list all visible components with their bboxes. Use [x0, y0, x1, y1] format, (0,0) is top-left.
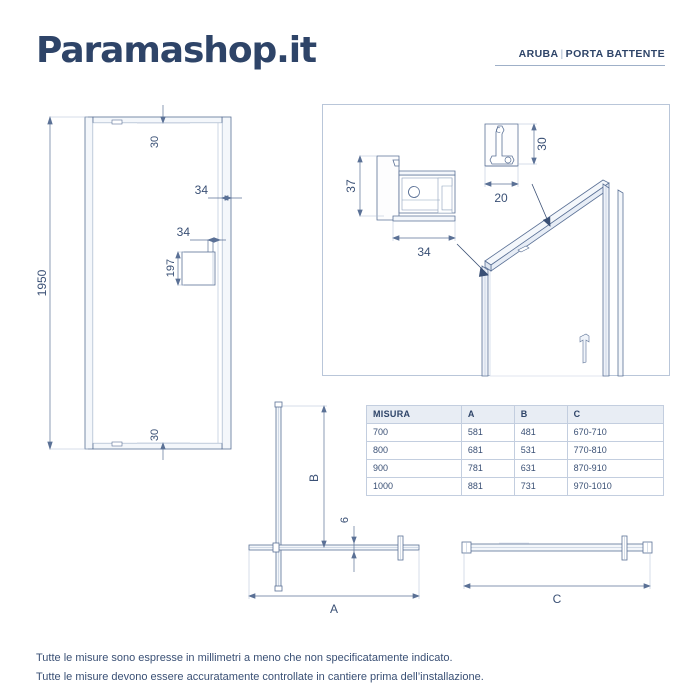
product-line-name: ARUBA [518, 48, 559, 60]
table-row: 900 781 631 870-910 [366, 459, 665, 478]
cell-c: 870-910 [566, 459, 665, 478]
brand-logo: Paramashop.it [36, 30, 317, 71]
cell-a: 681 [460, 441, 515, 460]
cell-misura: 700 [366, 423, 462, 442]
title-divider: | [560, 48, 564, 60]
column-header-a: A [460, 405, 515, 424]
footer-note-line-2: Tutte le misure devono essere accuratame… [36, 671, 484, 683]
footer-notes: Tutte le misure sono espresse in millime… [36, 649, 676, 687]
dim-label-clamp-30: 30 [535, 137, 549, 151]
front-view-width: C [461, 535, 653, 606]
cell-a: 881 [460, 477, 515, 496]
cell-c: 670-710 [566, 423, 665, 442]
cell-c: 970-1010 [566, 477, 665, 496]
table-row: 1000 881 731 970-1010 [366, 477, 665, 496]
cell-b: 631 [513, 459, 568, 478]
dim-label-profile-34: 34 [417, 245, 431, 259]
cell-misura: 800 [366, 441, 462, 460]
cell-b: 481 [513, 423, 568, 442]
cell-a: 581 [460, 423, 515, 442]
dim-label-profile-37: 37 [344, 179, 358, 193]
cell-b: 531 [513, 441, 568, 460]
cell-misura: 1000 [366, 477, 462, 496]
column-header-c: C [566, 405, 665, 424]
dim-label-stile-34: 34 [195, 183, 209, 197]
door-isometric-view [456, 179, 624, 377]
dim-label-c: C [553, 592, 562, 606]
plan-view-top: B 6 A [247, 401, 421, 616]
dim-label-clamp-20: 20 [494, 191, 508, 205]
dim-label-6: 6 [339, 517, 351, 523]
measurements-table: MISURA A B C 700 581 481 670-710 800 681… [366, 405, 665, 496]
dim-label-handle-197: 197 [165, 259, 177, 277]
dim-label-a: A [330, 602, 338, 616]
product-title: ARUBA|PORTA BATTENTE [495, 48, 665, 66]
dim-label-top-30: 30 [149, 136, 161, 148]
dim-label-handle-offset-34: 34 [177, 225, 191, 239]
cell-c: 770-810 [566, 441, 665, 460]
door-jamb-profile-section [376, 155, 456, 222]
cell-b: 731 [513, 477, 568, 496]
dim-label-height-1950: 1950 [35, 269, 49, 296]
glass-clamp-profile-section [484, 123, 519, 167]
dim-label-bottom-30: 30 [149, 429, 161, 441]
measurements-table-wrapper: MISURA A B C 700 581 481 670-710 800 681… [366, 405, 665, 496]
column-header-misura: MISURA [366, 405, 462, 424]
cell-a: 781 [460, 459, 515, 478]
footer-note-line-1: Tutte le misure sono espresse in millime… [36, 652, 453, 664]
product-type-name: PORTA BATTENTE [565, 48, 665, 60]
cell-misura: 900 [366, 459, 462, 478]
column-header-b: B [513, 405, 568, 424]
table-row: 700 581 481 670-710 [366, 423, 665, 442]
page-header: Paramashop.it ARUBA|PORTA BATTENTE [0, 0, 700, 92]
profile-detail-box: 37 34 30 [322, 104, 670, 377]
table-header-row: MISURA A B C [366, 405, 665, 424]
door-elevation-front-view: 1950 30 30 34 34 [35, 105, 242, 460]
dim-label-b: B [307, 474, 321, 482]
table-row: 800 681 531 770-810 [366, 441, 665, 460]
